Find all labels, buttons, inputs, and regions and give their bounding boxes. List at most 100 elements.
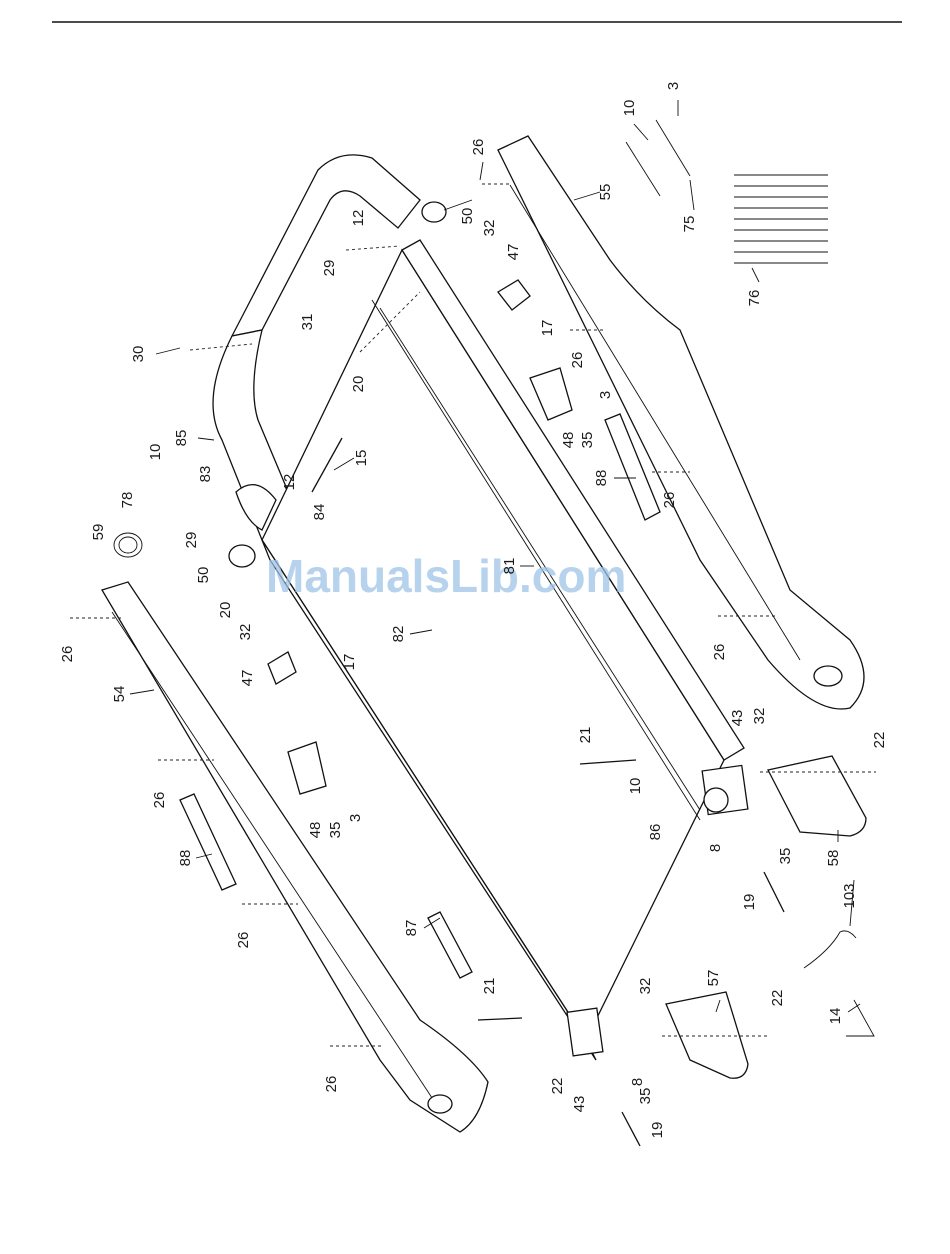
part-label: 82 (390, 626, 407, 643)
part-label: 3 (597, 391, 614, 399)
strip-75-a (626, 142, 660, 196)
part-label: 47 (239, 670, 256, 687)
part-label: 50 (195, 567, 212, 584)
wheel-50-side (229, 545, 255, 567)
part-label: 22 (871, 732, 888, 749)
part-label: 19 (741, 894, 758, 911)
part-label: 84 (311, 504, 328, 521)
part-label: 29 (183, 532, 200, 549)
side-rail-55-endcap (814, 666, 842, 686)
part-label: 50 (459, 208, 476, 225)
part-label: 35 (777, 848, 794, 865)
leader (752, 268, 759, 282)
part-label: 87 (403, 920, 420, 937)
part-label: 26 (711, 644, 728, 661)
leader (156, 348, 180, 354)
endcap-57 (666, 992, 748, 1078)
bolt-19-lower (622, 1112, 640, 1146)
leader (480, 162, 483, 180)
bracket-48-right (530, 368, 572, 420)
part-label: 17 (539, 320, 556, 337)
part-label: 78 (119, 492, 136, 509)
side-rail-54-endcap (428, 1095, 452, 1113)
wheel-50-top (422, 202, 446, 222)
decal-88-left (180, 794, 236, 890)
hex-key-14 (846, 1000, 874, 1036)
bolt-19-upper (764, 872, 784, 912)
part-label: 35 (579, 432, 596, 449)
part-label: 32 (637, 978, 654, 995)
part-label: 26 (59, 646, 76, 663)
rear-roller-end (704, 788, 728, 812)
part-label: 29 (321, 260, 338, 277)
part-label: 26 (235, 932, 252, 949)
part-label: 26 (151, 792, 168, 809)
leader (634, 124, 648, 140)
part-label: 85 (173, 430, 190, 447)
part-label: 26 (323, 1076, 340, 1093)
leader (130, 690, 154, 694)
part-label: 30 (130, 346, 147, 363)
part-label: 54 (111, 686, 128, 703)
part-label: 3 (665, 82, 682, 90)
part-label: 35 (637, 1088, 654, 1105)
part-label: 21 (481, 978, 498, 995)
part-label: 17 (341, 654, 358, 671)
wire-103 (804, 931, 856, 968)
part-label: 3 (347, 814, 364, 822)
part-label: 8 (629, 1078, 646, 1086)
part-label: 21 (577, 727, 594, 744)
part-label: 20 (217, 602, 234, 619)
bolt-21-lower (478, 1018, 522, 1020)
part-label: 32 (751, 708, 768, 725)
part-label: 88 (177, 850, 194, 867)
part-label: 12 (281, 474, 298, 491)
part-label: 14 (827, 1008, 844, 1025)
strip-75-b (656, 120, 690, 176)
part-label: 19 (649, 1122, 666, 1139)
part-label: 12 (350, 210, 367, 227)
part-label: 48 (307, 822, 324, 839)
part-label: 8 (707, 844, 724, 852)
part-label: 20 (350, 376, 367, 393)
part-label: 43 (571, 1096, 588, 1113)
part-label: 48 (560, 432, 577, 449)
rear-roller-block-left (567, 1008, 603, 1056)
part-label: 32 (481, 220, 498, 237)
power-cord-59-inner (119, 537, 137, 553)
ties-76 (734, 175, 828, 263)
part-label: 83 (197, 466, 214, 483)
dash-12 (346, 246, 400, 250)
part-label: 32 (237, 624, 254, 641)
part-label: 76 (746, 290, 763, 307)
part-label: 59 (90, 524, 107, 541)
part-label: 15 (353, 450, 370, 467)
part-label: 58 (825, 850, 842, 867)
part-label: 103 (841, 883, 858, 908)
part-label: 86 (647, 824, 664, 841)
part-label: 10 (147, 444, 164, 461)
endcap-58 (768, 756, 866, 836)
part-label: 26 (470, 139, 487, 156)
part-label: 57 (705, 970, 722, 987)
part-label: 22 (769, 990, 786, 1007)
leader (198, 438, 214, 440)
part-label: 26 (661, 492, 678, 509)
part-label: 10 (627, 778, 644, 795)
part-label: 31 (299, 314, 316, 331)
bracket-47-left (268, 652, 296, 684)
part-label: 88 (593, 470, 610, 487)
part-label: 22 (549, 1078, 566, 1095)
part-label: 75 (681, 216, 698, 233)
part-label: 47 (505, 244, 522, 261)
part-label: 26 (569, 352, 586, 369)
bracket-47-right (498, 280, 530, 310)
part-label: 35 (327, 822, 344, 839)
leader (690, 180, 694, 210)
watermark: ManualsLib.com (266, 550, 626, 602)
part-label: 10 (621, 100, 638, 117)
part-label: 43 (729, 710, 746, 727)
bracket-48-left (288, 742, 326, 794)
part-label: 81 (501, 558, 518, 575)
